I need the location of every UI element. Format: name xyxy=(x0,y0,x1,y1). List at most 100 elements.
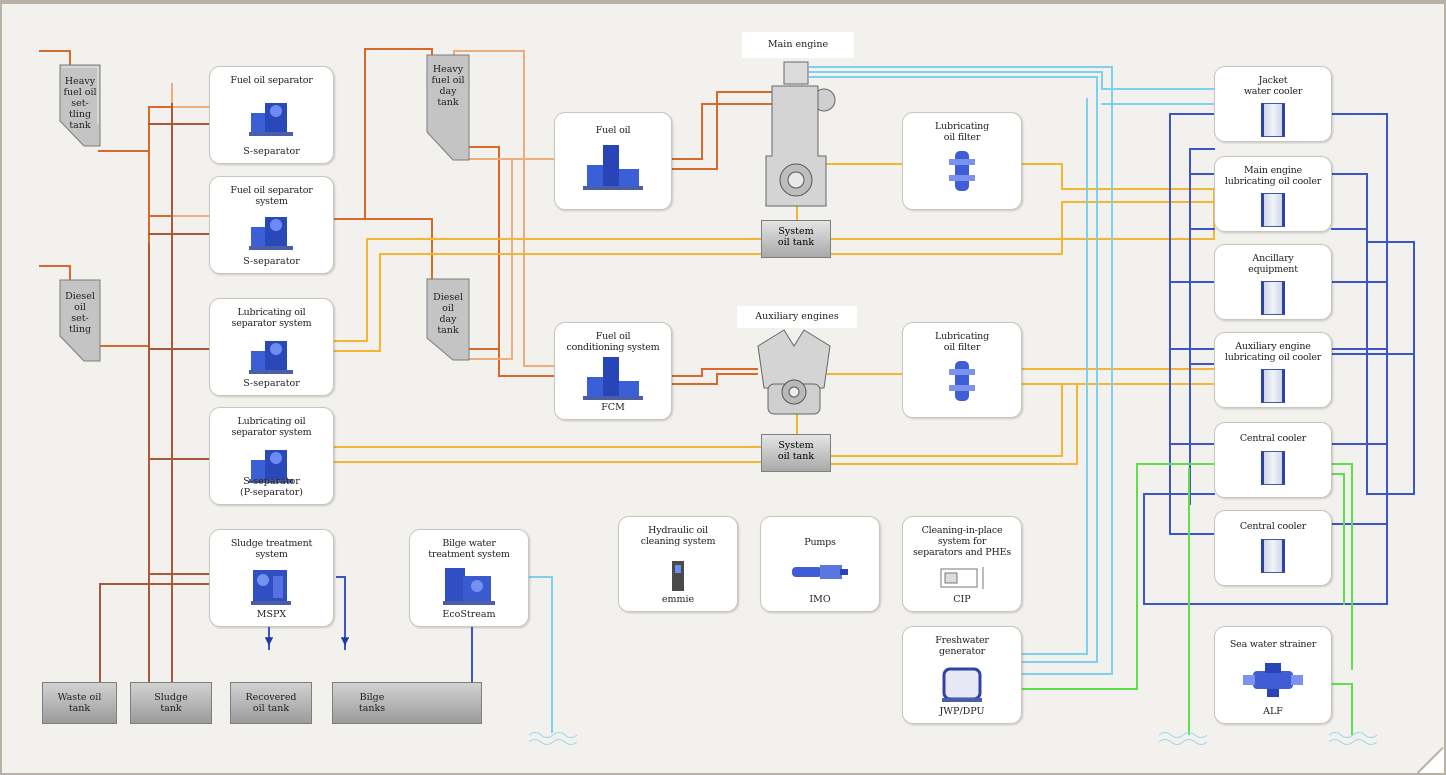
pipe-network xyxy=(39,48,1415,735)
oil-filter-icon xyxy=(949,151,975,191)
strainer-model: ALF xyxy=(1263,706,1283,717)
ancillary-title: Ancillary equipment xyxy=(1248,253,1298,275)
fuel-oil-conditioning-system[interactable]: Fuel oil conditioning system FCM xyxy=(554,322,672,420)
lube-oil-separator-system-2-title: Lubricating oil separator system xyxy=(231,416,312,438)
sludge-treatment-model: MSPX xyxy=(256,609,287,620)
separator-icon xyxy=(248,217,293,250)
fuel-conditioning-model: FCM xyxy=(601,402,625,413)
hydraulic-model: emmie xyxy=(661,594,695,605)
diesel-day-tank: Diesel oil day tank xyxy=(426,278,470,362)
pump-icon xyxy=(792,565,848,579)
cooling-pipes xyxy=(268,113,1415,720)
central-cooler-1[interactable]: Central cooler xyxy=(1214,422,1332,498)
main-lube-filter-title: Lubricating oil filter xyxy=(935,121,989,143)
sludge-treatment-title: Sludge treatment system xyxy=(230,538,313,560)
fuel-oil-separator[interactable]: Fuel oil separator S-separator xyxy=(209,66,334,164)
diesel-day-label: Diesel oil day tank xyxy=(433,292,463,336)
central-cooler-2-title: Central cooler xyxy=(1239,521,1307,532)
heavy-fuel-settling-tank: Heavy fuel oil set- tling tank xyxy=(59,64,101,162)
flow-arrows xyxy=(264,637,350,646)
aux-lube-cooler-title: Auxiliary engine lubricating oil cooler xyxy=(1224,341,1322,363)
jacket-cooler-title: Jacket water cooler xyxy=(1243,75,1303,97)
aux-system-oil-tank: System oil tank xyxy=(761,434,831,472)
sea-water-icon xyxy=(1328,732,1378,745)
diesel-settling-label: Diesel oil set- tling xyxy=(65,291,95,335)
main-engine-lube-oil-cooler[interactable]: Main engine lubricating oil cooler xyxy=(1214,156,1332,232)
bilge-unit-icon xyxy=(443,568,495,605)
bilge-water-treatment-system[interactable]: Bilge water treatment system EcoStream xyxy=(409,529,529,627)
main-lube-oil-filter[interactable]: Lubricating oil filter xyxy=(902,112,1022,210)
separator-icon xyxy=(248,103,293,136)
freshwater-unit-icon xyxy=(942,667,982,702)
aux-engines-icon xyxy=(757,329,831,415)
pumps-title: Pumps xyxy=(804,537,836,548)
hydraulic-title: Hydraulic oil cleaning system xyxy=(640,525,716,547)
aux-engine-lube-oil-cooler[interactable]: Auxiliary engine lubricating oil cooler xyxy=(1214,332,1332,408)
hopper-shape-icon xyxy=(426,278,470,361)
hydraulic-unit-icon xyxy=(672,561,684,591)
strainer-icon xyxy=(1243,663,1303,697)
separator-icon xyxy=(248,341,293,374)
heat-exchanger-icon xyxy=(1261,281,1285,315)
sludge-unit-icon xyxy=(250,570,291,605)
aux-engines-label: Auxiliary engines xyxy=(737,306,857,328)
fuel-oil-separator-system[interactable]: Fuel oil separator system S-separator xyxy=(209,176,334,274)
fuel-module-icon xyxy=(583,357,643,400)
freshwater-model: JWP/DPU xyxy=(939,706,985,717)
jacket-water-cooler[interactable]: Jacket water cooler xyxy=(1214,66,1332,142)
heat-exchanger-icon xyxy=(1261,369,1285,403)
main-engine-label: Main engine xyxy=(742,32,854,58)
lube-oil-separator-system-2[interactable]: Lubricating oil separator system S-separ… xyxy=(209,407,334,505)
heavy-fuel-day-label: Heavy fuel oil day tank xyxy=(431,64,465,108)
central-cooler-1-title: Central cooler xyxy=(1239,433,1307,444)
sea-water-icon xyxy=(1158,732,1208,745)
bilge-tanks: Bilge tanks xyxy=(332,682,482,724)
cip-model: CIP xyxy=(953,594,971,605)
strainer-title: Sea water strainer xyxy=(1229,639,1317,650)
freshwater-pipes xyxy=(529,66,1215,733)
lube-oil-separator-system-1-title: Lubricating oil separator system xyxy=(231,307,312,329)
heat-exchanger-icon xyxy=(1261,103,1285,137)
freshwater-generator[interactable]: Freshwater generator JWP/DPU xyxy=(902,626,1022,724)
fuel-oil-title: Fuel oil xyxy=(595,125,631,136)
hopper-shape-icon xyxy=(426,54,470,161)
recovered-oil-tank: Recovered oil tank xyxy=(230,682,312,724)
main-system-oil-tank: System oil tank xyxy=(761,220,831,258)
aux-lube-oil-filter[interactable]: Lubricating oil filter xyxy=(902,322,1022,418)
waste-oil-tank: Waste oil tank xyxy=(42,682,117,724)
fuel-oil-separator-system-model: S-separator xyxy=(243,256,300,267)
freshwater-title: Freshwater generator xyxy=(935,635,989,657)
cleaning-in-place-system[interactable]: Cleaning-in-place system for separators … xyxy=(902,516,1022,612)
sea-water-icon xyxy=(528,732,577,745)
aux-lube-filter-title: Lubricating oil filter xyxy=(935,331,989,353)
lube-oil-separator-system-1-model: S-separator xyxy=(243,378,300,389)
bilge-treatment-title: Bilge water treatment system xyxy=(428,538,510,560)
fuel-module-icon xyxy=(583,145,643,190)
bilge-treatment-model: EcoStream xyxy=(442,609,496,620)
pumps-model: IMO xyxy=(809,594,831,605)
cip-title: Cleaning-in-place system for separators … xyxy=(913,525,1011,558)
hydraulic-oil-cleaning-system[interactable]: Hydraulic oil cleaning system emmie xyxy=(618,516,738,612)
pumps[interactable]: Pumps IMO xyxy=(760,516,880,612)
separator-icon xyxy=(248,450,293,483)
fuel-oil-unit[interactable]: Fuel oil xyxy=(554,112,672,210)
diesel-settling-tank: Diesel oil set- tling xyxy=(59,279,101,369)
lube-oil-separator-system-2-model: S-separator (P-separator) xyxy=(239,476,304,498)
oil-filter-icon xyxy=(949,361,975,401)
fuel-oil-separator-system-title: Fuel oil separator system xyxy=(230,185,313,207)
central-cooler-2[interactable]: Central cooler xyxy=(1214,510,1332,586)
heat-exchanger-icon xyxy=(1261,193,1285,227)
lube-oil-separator-system-1[interactable]: Lubricating oil separator system S-separ… xyxy=(209,298,334,396)
ancillary-equipment[interactable]: Ancillary equipment xyxy=(1214,244,1332,320)
fuel-conditioning-title: Fuel oil conditioning system xyxy=(566,331,660,353)
sea-water-strainer[interactable]: Sea water strainer ALF xyxy=(1214,626,1332,724)
sludge-treatment-system[interactable]: Sludge treatment system MSPX xyxy=(209,529,334,627)
hopper-shape-icon xyxy=(59,279,101,362)
sludge-tank: Sludge tank xyxy=(130,682,212,724)
fuel-oil-separator-title: Fuel oil separator xyxy=(230,75,313,86)
lube-oil-pipes xyxy=(333,163,1215,465)
seawater-pipes xyxy=(1021,463,1353,735)
hopper-shape-icon xyxy=(59,64,101,147)
fuel-oil-pipes xyxy=(39,48,773,385)
